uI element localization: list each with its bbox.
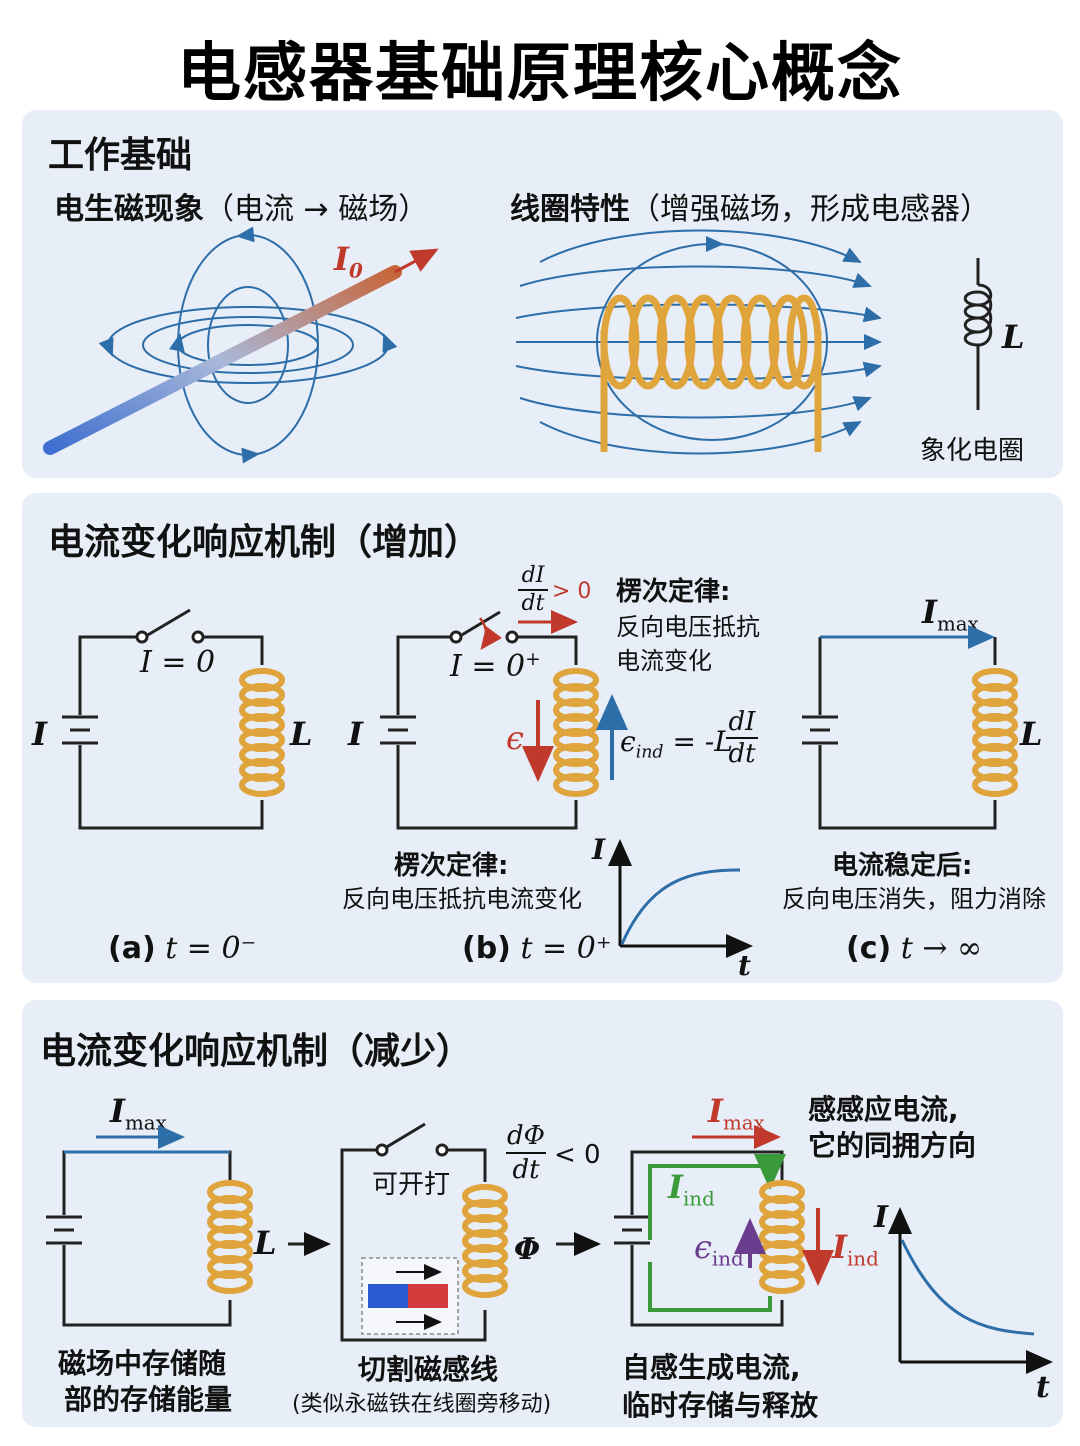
section3-heading: 电流变化响应机制（减少） bbox=[40, 1031, 473, 1072]
b-current-label: I = 0+ bbox=[450, 649, 541, 684]
section-current-increase: 电流变化响应机制（增加） I = 0 I L (a) t = 0⁻ dI dt … bbox=[22, 493, 1063, 983]
p2-dphi: dΦ dt bbox=[506, 1121, 546, 1185]
p3-induced-current-loop-bottom bbox=[648, 1262, 772, 1312]
circuit-c bbox=[802, 637, 997, 830]
page-title: 电感器基础原理核心概念 bbox=[177, 37, 903, 111]
b-current-rise-graph bbox=[608, 839, 753, 958]
inductor-schematic-icon bbox=[963, 258, 993, 410]
p2-phi-label: Φ bbox=[514, 1232, 541, 1267]
p3-graph-x-label: t bbox=[1036, 1370, 1050, 1405]
permanent-magnet-icon bbox=[361, 1257, 459, 1335]
a-source-label: I bbox=[32, 715, 47, 753]
section1-heading: 工作基础 bbox=[48, 135, 193, 176]
p3-iind-right-label: Iind bbox=[832, 1228, 879, 1271]
b-formula-fraction: dI dt bbox=[726, 707, 758, 769]
p1-caption-line2: 部的存储能量 bbox=[64, 1383, 233, 1416]
b-source-label: I bbox=[348, 715, 363, 753]
p1-current-label: Imax bbox=[110, 1092, 167, 1135]
coil-winding bbox=[600, 294, 822, 452]
b-didt-relation: > 0 bbox=[552, 579, 592, 604]
circuit-a bbox=[62, 608, 264, 830]
p2-caption-line2: (类似永磁铁在线圈旁移动) bbox=[292, 1392, 552, 1417]
coil-p3 bbox=[759, 1180, 805, 1294]
b-lenz-line2: 电流变化 bbox=[616, 647, 712, 675]
p3-note-line2: 它的同拥方向 bbox=[808, 1129, 977, 1162]
p2-switch-label: 可开打 bbox=[372, 1170, 451, 1200]
current-carrying-wire bbox=[43, 248, 439, 455]
wire-magnetic-field bbox=[98, 226, 398, 464]
circuit-p2 bbox=[340, 1122, 487, 1342]
p1-caption-line1: 磁场中存储随 bbox=[58, 1347, 227, 1380]
p3-current-decay-graph bbox=[888, 1207, 1053, 1374]
coil-property-label: 线圈特性（增强磁场，形成电感器） bbox=[510, 192, 990, 227]
b-lenz-title: 楞次定律: bbox=[616, 577, 731, 607]
circuit-b bbox=[380, 610, 578, 830]
p3-induced-current-loop-top bbox=[648, 1154, 786, 1240]
c-inductor-label: L bbox=[1020, 715, 1043, 753]
a-caption: (a) t = 0⁻ bbox=[108, 931, 257, 966]
p3-caption-line2: 临时存储与释放 bbox=[622, 1389, 819, 1422]
c-title: 电流稳定后: bbox=[832, 851, 973, 881]
circuit-p3 bbox=[614, 1150, 784, 1327]
p3-caption-line1: 自感生成电流, bbox=[622, 1351, 801, 1384]
b-graph-y-label: I bbox=[592, 833, 606, 866]
p1-inductor-label: L bbox=[254, 1224, 277, 1262]
coil-c bbox=[972, 668, 1018, 797]
coil-field-lines bbox=[515, 229, 882, 455]
p3-iind-label: Iind bbox=[668, 1168, 715, 1211]
b-induced-emf-formula: ϵind = -L bbox=[620, 725, 733, 763]
section2-heading: 电流变化响应机制（增加） bbox=[48, 522, 481, 563]
c-line: 反向电压消失，阻力消除 bbox=[782, 885, 1046, 913]
b-caption: (b) t = 0⁺ bbox=[462, 931, 612, 966]
coil-p2 bbox=[462, 1184, 508, 1298]
b-bottom-title: 楞次定律: bbox=[394, 851, 509, 881]
p2-dphi-relation: < 0 bbox=[554, 1140, 601, 1170]
p3-graph-y-label: I bbox=[874, 1200, 889, 1235]
coil-p1 bbox=[207, 1180, 253, 1294]
b-switch-motion-arrow bbox=[478, 617, 502, 651]
b-didt: dI dt bbox=[518, 563, 548, 617]
p3-note-line1: 感感应电流, bbox=[808, 1093, 959, 1126]
p2-caption-line1: 切割磁感线 bbox=[358, 1353, 499, 1386]
coil-b bbox=[553, 668, 599, 797]
coil-a bbox=[239, 668, 285, 797]
circuit-p1 bbox=[46, 1150, 232, 1327]
b-lenz-line1: 反向电压抵抗 bbox=[616, 613, 760, 641]
inductor-symbol-label: L bbox=[1002, 318, 1025, 356]
c-caption: (c) t → ∞ bbox=[846, 931, 983, 966]
b-emf-symbol: ϵ bbox=[506, 719, 524, 757]
inductor-symbol-caption: 象化电圈 bbox=[920, 436, 1025, 466]
a-current-label: I = 0 bbox=[140, 645, 216, 680]
wire-current-label: I0 bbox=[334, 240, 363, 283]
electromagnetism-label: 电生磁现象（电流 → 磁场） bbox=[54, 192, 429, 227]
a-inductor-label: L bbox=[290, 715, 313, 753]
b-bottom-line: 反向电压抵抗电流变化 bbox=[342, 885, 582, 913]
